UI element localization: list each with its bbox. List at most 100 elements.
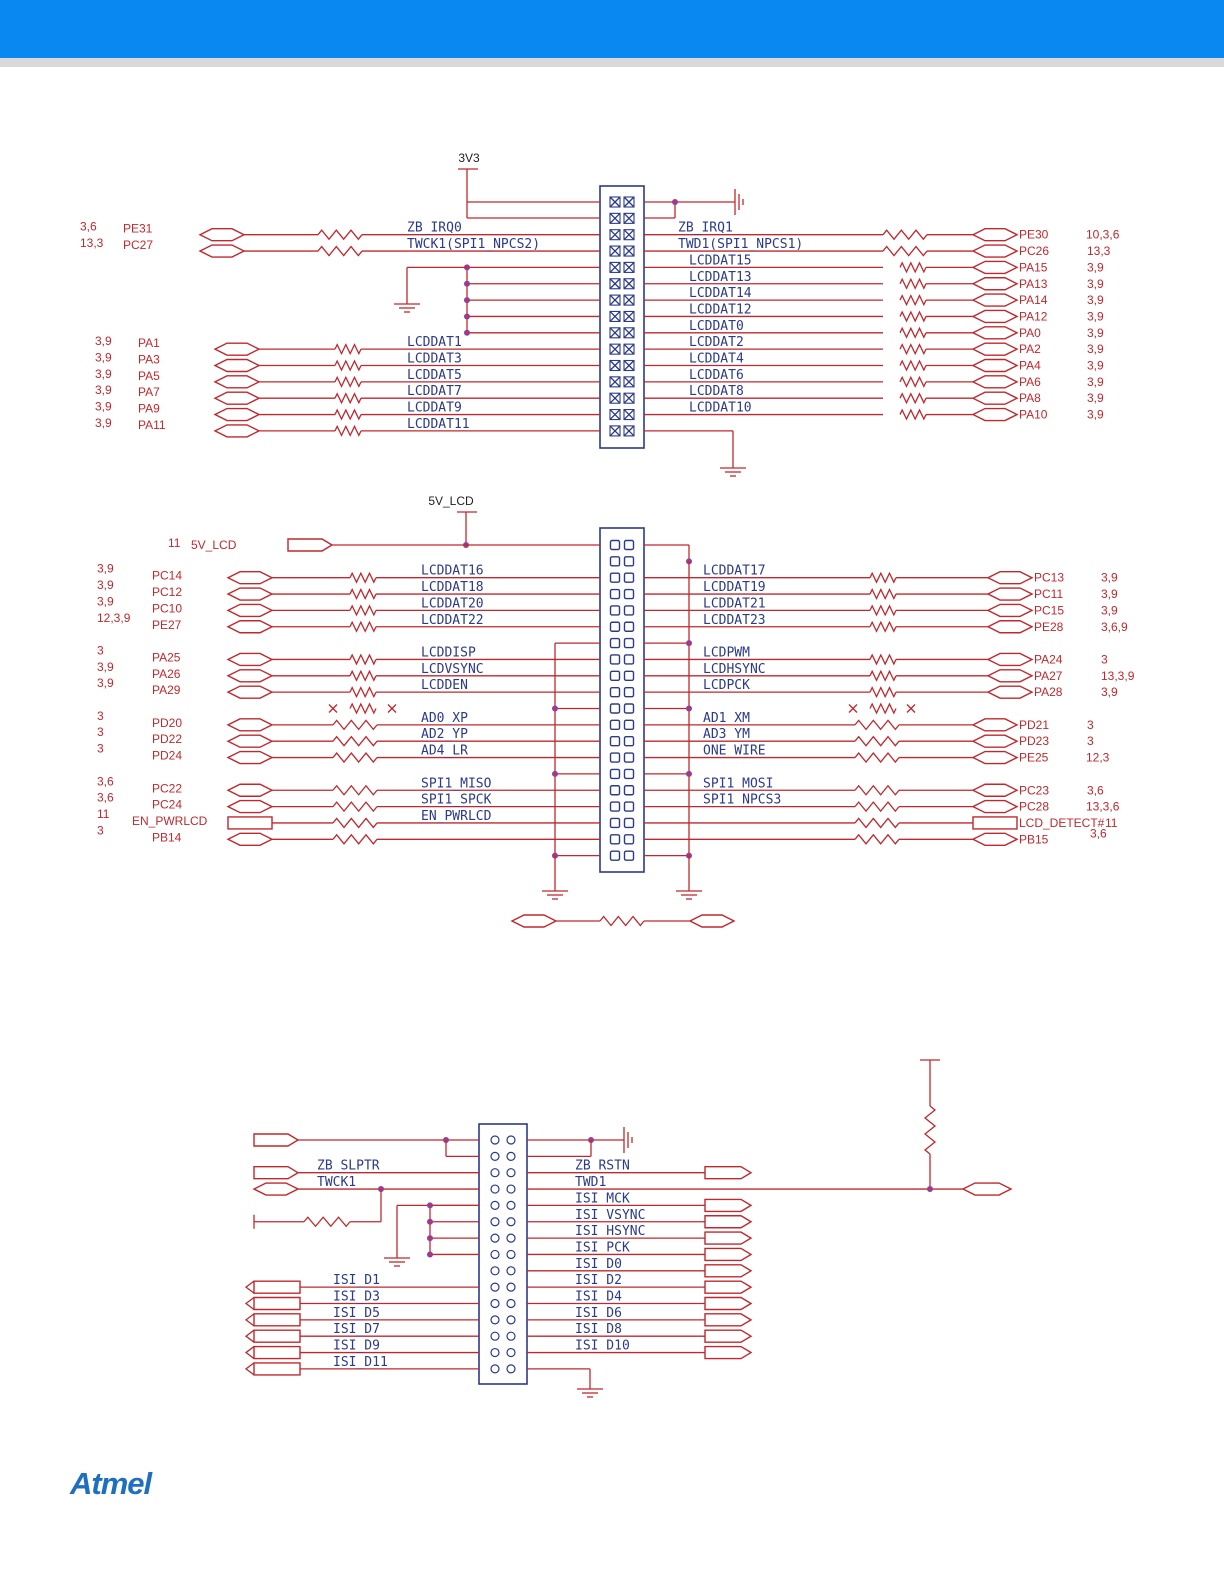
connector-pin — [623, 588, 635, 600]
connector-pin — [490, 1331, 500, 1341]
ref-label-left: 3,9 — [95, 367, 112, 381]
power-label-5v-lcd: 5V_LCD — [428, 494, 474, 508]
signal-label-left: TWCK1 — [317, 1175, 356, 1190]
resistor — [899, 277, 927, 290]
resistor — [349, 571, 377, 584]
net-port-right — [971, 407, 1019, 422]
ref-label-right: 11 — [1105, 816, 1118, 830]
net-label-right: PE30 — [1019, 228, 1049, 242]
net-port-right — [971, 228, 1019, 242]
signal-label-right: ISI_VSYNC — [575, 1208, 645, 1223]
ref-label-right: 3,9 — [1087, 277, 1104, 291]
net-label-right: PA14 — [1019, 293, 1048, 307]
net-label-right: PD21 — [1019, 718, 1049, 732]
signal-label-right: LCDDAT10 — [689, 401, 752, 416]
net-label-left: PC10 — [152, 601, 182, 615]
output-port-right — [704, 1345, 753, 1360]
resistor — [854, 817, 900, 829]
net-port-left — [226, 832, 274, 846]
ref-label-right: 3,9 — [1087, 408, 1104, 422]
connector-pin — [623, 425, 635, 437]
signal-label-right: LCDPCK — [703, 678, 750, 693]
connector-pin — [623, 359, 635, 372]
signal-label-right: LCDDAT17 — [703, 564, 766, 579]
signal-label-right: ISI_D6 — [575, 1306, 622, 1321]
output-port-right — [704, 1231, 753, 1245]
net-label-left: PD22 — [152, 732, 182, 746]
connector-pin — [490, 1135, 500, 1145]
net-label-right: PC28 — [1019, 800, 1049, 814]
pin-mark — [609, 327, 621, 339]
connector-3-body — [478, 1123, 528, 1385]
connector-pin — [609, 376, 621, 388]
connector-pin — [490, 1233, 500, 1243]
junction-dot — [427, 1251, 433, 1258]
connector-pin — [623, 834, 635, 845]
net-label-left: PA7 — [138, 385, 160, 399]
net-port-left — [213, 358, 261, 373]
resistor — [869, 686, 897, 699]
connector-pin — [623, 310, 635, 323]
output-port-right — [704, 1313, 753, 1327]
resistor — [334, 408, 362, 421]
connector-pin — [609, 736, 621, 747]
ref-label-left: 3,9 — [95, 416, 112, 430]
signal-label-right: LCDHSYNC — [703, 662, 766, 677]
ref-label-right: 3,6,9 — [1101, 620, 1128, 634]
output-port-right — [704, 1198, 753, 1213]
connector-pin — [506, 1168, 516, 1178]
signal-label-right: LCDPWM — [703, 645, 750, 660]
connector-pin — [623, 703, 635, 714]
connector-pin — [623, 736, 635, 747]
net-label-left: PA29 — [152, 683, 181, 697]
resistor — [854, 719, 900, 731]
resistor — [899, 359, 927, 372]
net-port-left — [253, 1296, 301, 1311]
net-port-left — [226, 718, 274, 732]
net-label-left: PA5 — [138, 369, 160, 383]
resistor-pullup — [923, 1105, 937, 1155]
signal-label-right: ISI_MCK — [575, 1191, 630, 1206]
pin-mark — [623, 409, 635, 421]
junction-dot — [686, 705, 692, 712]
connector-pin — [609, 327, 621, 339]
ref-label-right: 3,9 — [1087, 293, 1104, 307]
connector-pin — [609, 686, 621, 698]
connector-pin — [609, 719, 621, 731]
resistor — [317, 229, 363, 241]
net-port-left — [198, 244, 246, 258]
no-connect — [387, 704, 397, 713]
resistor — [854, 752, 900, 764]
port-arrow — [244, 1313, 255, 1327]
net-label-left: PA3 — [138, 353, 160, 367]
net-label-left: PE27 — [152, 618, 182, 632]
pin-mark — [609, 196, 621, 208]
net-label-right: PC23 — [1019, 783, 1049, 797]
net-port-right — [986, 669, 1034, 683]
net-label-input: 5V_LCD — [191, 538, 237, 552]
connector-pin — [506, 1151, 516, 1161]
connector-pin — [609, 768, 621, 780]
resistor — [334, 392, 362, 405]
resistor — [349, 702, 377, 715]
junction-dot — [927, 1186, 933, 1193]
connector-pin — [506, 1233, 516, 1243]
signal-label-left: ISI_D9 — [333, 1339, 380, 1354]
signal-label-right: LCDDAT8 — [689, 384, 744, 399]
signal-label-left: LCDDAT5 — [407, 368, 462, 383]
resistor — [882, 229, 928, 241]
net-port-left — [227, 816, 273, 830]
net-port-right — [971, 358, 1019, 373]
ref-label-left: 3,6 — [97, 791, 114, 805]
net-port-left — [226, 734, 274, 748]
ref-label-right: 12,3 — [1086, 751, 1110, 765]
connector-pin — [609, 801, 621, 812]
net-port-right — [986, 652, 1034, 667]
input-port-right — [704, 1166, 753, 1180]
junction-dot — [427, 1218, 433, 1225]
resistor — [899, 261, 927, 274]
signal-label-left: EN_PWRLCD — [421, 809, 492, 824]
connector-pin — [609, 670, 621, 681]
ref-label-left: 3,9 — [95, 351, 112, 365]
net-label-right: PA28 — [1034, 685, 1063, 699]
